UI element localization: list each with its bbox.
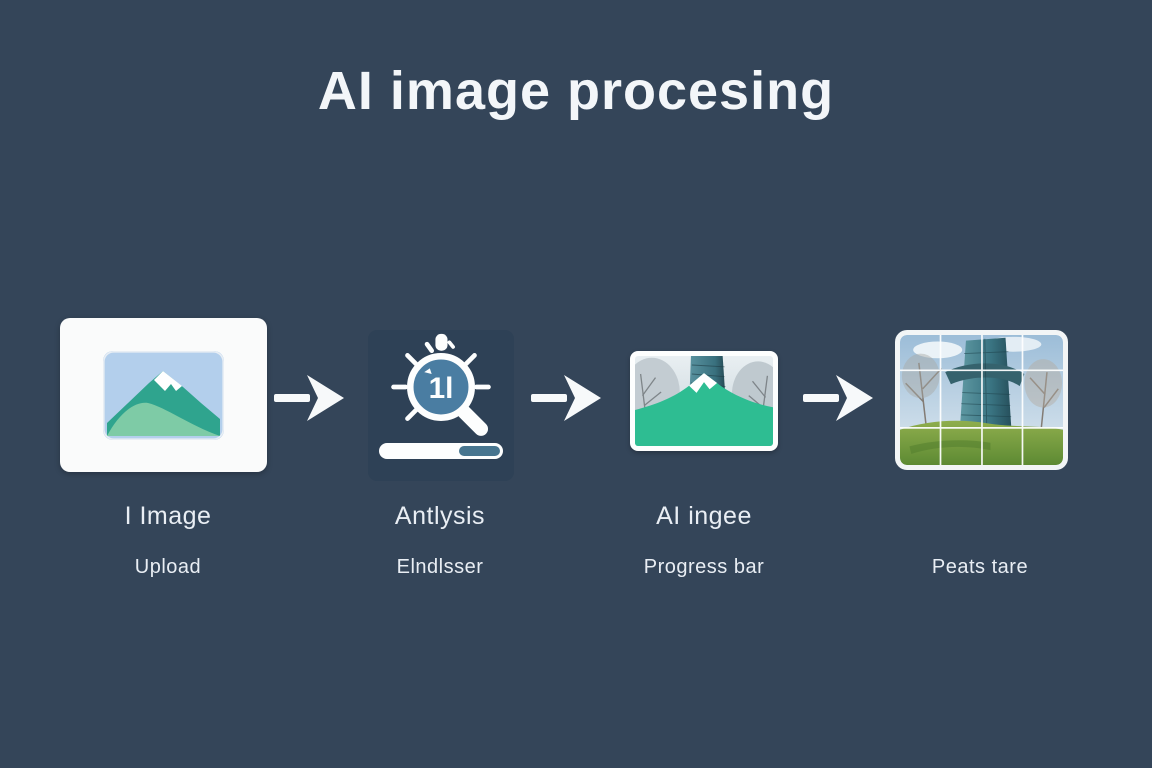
magnifier-stopwatch-icon: 1l [391, 333, 491, 436]
step-card-analysis: 1l [368, 330, 514, 481]
step1-subtitle-label: Upload [134, 556, 202, 578]
photo-with-grid-overlay-icon [900, 335, 1063, 465]
step-card-feature-grid [895, 330, 1068, 470]
magnifier-dial-text: 1l [429, 372, 454, 405]
step3-title-label: AI ingee [656, 502, 752, 530]
arrow-right-icon [803, 370, 875, 426]
step-card-ai-image [630, 351, 778, 451]
arrow-right-icon [531, 370, 603, 426]
photo-with-mountain-overlay-icon [635, 356, 773, 446]
step4-subtitle-label: Peats tare [931, 556, 1029, 578]
step2-title-label: Antlysis [394, 502, 486, 530]
arrow-right-icon [274, 370, 346, 426]
step3-subtitle-label: Progress bar [643, 556, 765, 578]
step-card-image-upload [60, 318, 267, 472]
step1-title-label: I Image [124, 502, 212, 530]
mountain-photo-thumbnail-icon [103, 350, 224, 440]
step2-subtitle-label: Elndlsser [396, 556, 484, 578]
page-title: AI image procesing [317, 61, 835, 121]
grid-overlay-lines [900, 335, 1063, 465]
progress-bar-fill [459, 446, 500, 456]
progress-bar [379, 443, 503, 459]
